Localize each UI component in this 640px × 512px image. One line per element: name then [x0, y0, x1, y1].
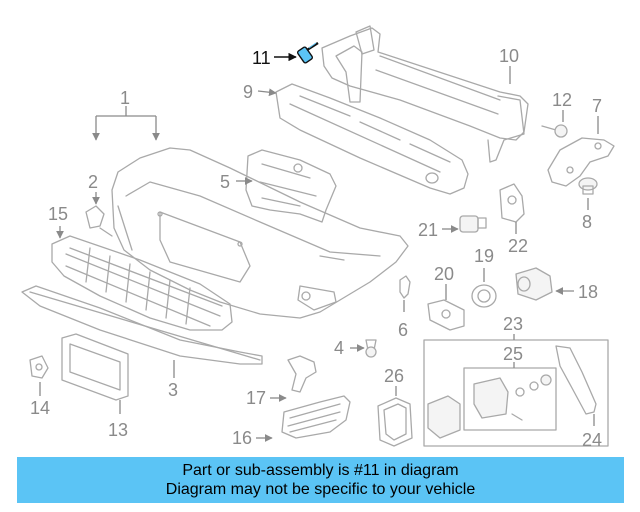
callout-10[interactable]: 10 — [499, 46, 519, 66]
part-11-bolt[interactable] — [296, 41, 319, 64]
callout-2[interactable]: 2 — [88, 172, 98, 192]
callout-25[interactable]: 25 — [503, 344, 523, 364]
callout-14[interactable]: 14 — [30, 398, 50, 418]
part-25-radar-mount — [473, 374, 552, 421]
part-radar-sensor — [427, 395, 461, 439]
callout-4[interactable]: 4 — [334, 338, 344, 358]
part-15-lower-grille — [51, 235, 233, 331]
part-25-subassembly-frame — [463, 367, 557, 431]
info-banner: Part or sub-assembly is #11 in diagram D… — [17, 457, 624, 503]
part-10-impact-bar — [321, 25, 529, 163]
part-6-push-clip — [399, 275, 411, 299]
part-9-energy-absorber — [275, 83, 469, 195]
callout-20[interactable]: 20 — [434, 264, 454, 284]
part-8-clip — [578, 177, 598, 195]
callout-11[interactable]: 11 — [252, 48, 271, 68]
leader-9 — [257, 88, 277, 97]
banner-line-2: Diagram may not be specific to your vehi… — [165, 481, 476, 498]
callout-26[interactable]: 26 — [384, 366, 404, 386]
part-2-tow-cap — [85, 205, 113, 237]
part-17-fog-bracket — [287, 355, 317, 393]
part-14-clip — [29, 355, 49, 379]
part-26-sensor-cover — [377, 397, 413, 447]
callout-15[interactable]: 15 — [48, 204, 68, 224]
callout-3[interactable]: 3 — [168, 380, 178, 400]
part-20-sensor-bracket — [427, 299, 465, 331]
part-23-assembly-frame — [423, 339, 609, 447]
callout-6[interactable]: 6 — [398, 320, 408, 340]
part-5-mount-bracket — [245, 149, 337, 223]
callout-22[interactable]: 22 — [508, 236, 528, 256]
banner-line-1: Part or sub-assembly is #11 in diagram — [182, 462, 459, 479]
callout-9[interactable]: 9 — [243, 82, 253, 102]
part-22-sensor-holder — [499, 183, 525, 223]
callout-24[interactable]: 24 — [582, 430, 602, 450]
part-16-fog-grille-insert — [281, 395, 351, 439]
part-4-screw — [365, 339, 377, 358]
part-24-bracket — [555, 345, 597, 415]
part-7-bracket — [547, 137, 615, 187]
callout-5[interactable]: 5 — [220, 172, 230, 192]
part-19-sensor-ring — [471, 284, 497, 308]
callout-17[interactable]: 17 — [246, 388, 266, 408]
callout-19[interactable]: 19 — [474, 246, 494, 266]
callout-7[interactable]: 7 — [592, 96, 602, 116]
callout-18[interactable]: 18 — [578, 282, 598, 302]
part-12-bolt — [541, 124, 568, 138]
callout-1[interactable]: 1 — [120, 88, 130, 108]
callout-23[interactable]: 23 — [503, 314, 523, 334]
callout-21[interactable]: 21 — [418, 220, 438, 240]
part-18-parking-sensor — [515, 267, 553, 301]
callout-12[interactable]: 12 — [552, 90, 572, 110]
exploded-parts-diagram: 11 10 9 12 7 8 — [21, 25, 615, 450]
part-21-sensor — [459, 215, 487, 233]
part-1-bumper-cover — [111, 147, 409, 319]
callout-16[interactable]: 16 — [232, 428, 252, 448]
part-3-lower-trim — [21, 285, 263, 365]
callout-13[interactable]: 13 — [108, 420, 128, 440]
part-13-license-plate-bracket — [61, 333, 129, 401]
callout-8[interactable]: 8 — [582, 212, 592, 232]
